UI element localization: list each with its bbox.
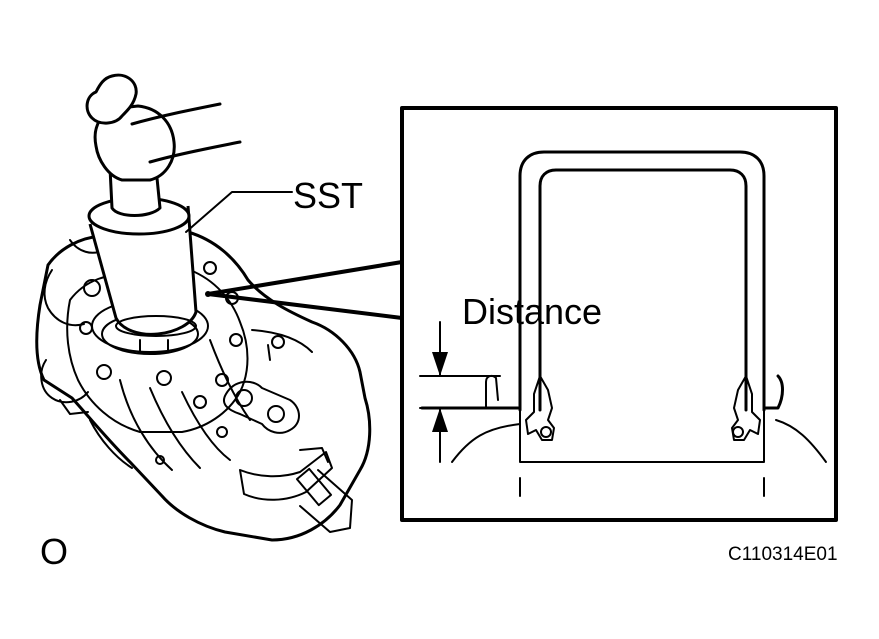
hub-housing [35,230,372,542]
marker-label: O [40,531,68,572]
sst-label: SST [293,175,363,216]
distance-label: Distance [462,291,602,332]
detail-inset [400,106,838,522]
leader-lines [185,191,403,320]
inset-frame [400,106,838,522]
hammer [85,73,242,217]
figure-code: C110314E01 [728,544,838,565]
sst-tool [87,196,198,337]
